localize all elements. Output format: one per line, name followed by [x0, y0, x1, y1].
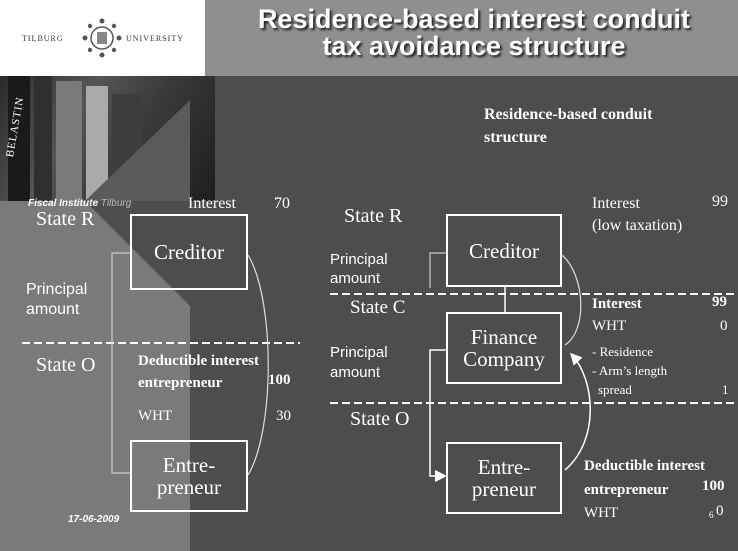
left-wht-value: 30: [276, 408, 291, 424]
fiscal-institute-city: Tilburg: [100, 198, 132, 209]
right-deductible-interest: Deductible interest entrepreneur: [584, 454, 705, 502]
left-deductible-value: 100: [268, 372, 291, 388]
right-state-r: State R: [344, 205, 403, 227]
left-entrepreneur-line-2: preneur: [156, 475, 222, 499]
fiscal-institute-label: Fiscal Institute Tilburg: [28, 198, 131, 209]
left-principal-line-1: Principal: [26, 281, 88, 298]
right-interest-label: Interest: [592, 195, 640, 212]
right-heading-line-2: structure: [484, 129, 547, 146]
right-entrepreneur-box: Entre- preneur: [446, 442, 562, 514]
right-interest-value: 99: [712, 193, 728, 210]
left-creditor-box: Creditor: [130, 214, 248, 290]
finance-company-line-1: Finance: [470, 325, 538, 349]
title-line-2: tax avoidance structure: [322, 31, 626, 61]
right-creditor-label: Creditor: [469, 238, 539, 263]
left-deductible-line-1: Deductible interest: [138, 353, 259, 369]
right-c-interest-label: Interest: [592, 296, 642, 312]
right-principal-top-line-2: amount: [330, 270, 381, 287]
right-entrepreneur-line-1: Entre-: [477, 455, 531, 479]
fiscal-institute-text: Fiscal Institute: [28, 198, 99, 209]
right-wht-label: WHT: [584, 505, 619, 521]
left-entrepreneur-box: Entre- preneur: [130, 440, 248, 512]
right-principal-top-line-1: Principal: [330, 251, 388, 268]
principal-flow-line: [429, 252, 446, 288]
right-heading-line-1: Residence-based conduit: [484, 106, 653, 123]
left-deductible-line-2: entrepreneur: [138, 375, 223, 391]
right-principal-top: Principal amount: [330, 250, 388, 288]
right-heading: Residence-based conduit structure: [484, 103, 652, 149]
right-deductible-line-1: Deductible interest: [584, 458, 705, 474]
logo-text-left: TILBURG: [22, 34, 64, 43]
right-c-arms-length: - Arm’s length: [592, 363, 668, 378]
right-c-interest-value: 99: [712, 294, 727, 310]
principal-flow-line: [111, 252, 130, 474]
interest-arrow: [564, 352, 591, 471]
right-interest-low-taxation: Interest (low taxation): [592, 193, 682, 237]
right-principal-mid-line-2: amount: [330, 364, 381, 381]
finance-company-box: Finance Company: [446, 312, 562, 384]
finance-company-line-2: Company: [463, 347, 545, 371]
right-c-wht-label: WHT: [592, 318, 627, 334]
principal-arrow: [429, 349, 447, 482]
left-state-o: State O: [36, 354, 96, 376]
right-c-spread: spread: [598, 382, 632, 397]
left-interest-value: 70: [274, 195, 290, 212]
interest-flow-arc: [247, 254, 269, 476]
right-deductible-value: 100: [702, 478, 725, 494]
right-creditor-box: Creditor: [446, 214, 562, 287]
right-wht-value: 0: [716, 503, 724, 519]
book-spine: [34, 76, 52, 201]
right-deductible-line-2: entrepreneur: [584, 482, 669, 498]
left-deductible-interest: Deductible interest entrepreneur: [138, 350, 259, 394]
right-principal-mid-line-1: Principal: [330, 344, 388, 361]
left-wht-label: WHT: [138, 408, 173, 424]
logo-text-right: UNIVERSITY: [126, 34, 184, 43]
right-interest-note: (low taxation): [592, 217, 683, 234]
right-principal-mid: Principal amount: [330, 343, 388, 383]
book-spine: [8, 76, 30, 201]
left-creditor-label: Creditor: [154, 240, 224, 264]
seal-icon: [82, 18, 122, 58]
interest-flow-arc: [561, 254, 582, 346]
left-principal-line-2: amount: [26, 301, 80, 318]
right-c-residence: - Residence: [592, 344, 654, 359]
left-state-r: State R: [36, 208, 95, 230]
slide-title: Residence-based interest conduit tax avo…: [210, 6, 738, 60]
title-line-1: Residence-based interest conduit: [257, 4, 691, 34]
right-state-c: State C: [350, 297, 406, 318]
right-c-wht-value: 0: [720, 318, 728, 334]
university-logo: TILBURG UNIVERSITY: [0, 0, 205, 76]
page-number: 6: [709, 510, 714, 520]
right-c-spread-value: 1: [722, 382, 729, 397]
left-interest-label: Interest: [188, 195, 236, 212]
left-principal-amount: Principal amount: [26, 280, 87, 320]
right-entrepreneur-line-2: preneur: [471, 477, 537, 501]
book-spine: [86, 86, 108, 201]
slide-date: 17-06-2009: [68, 514, 120, 525]
right-c-conditions: - Residence - Arm’s length spread: [592, 342, 667, 399]
right-state-o: State O: [350, 408, 410, 430]
book-spine: [56, 81, 82, 201]
left-entrepreneur-line-1: Entre-: [162, 453, 216, 477]
